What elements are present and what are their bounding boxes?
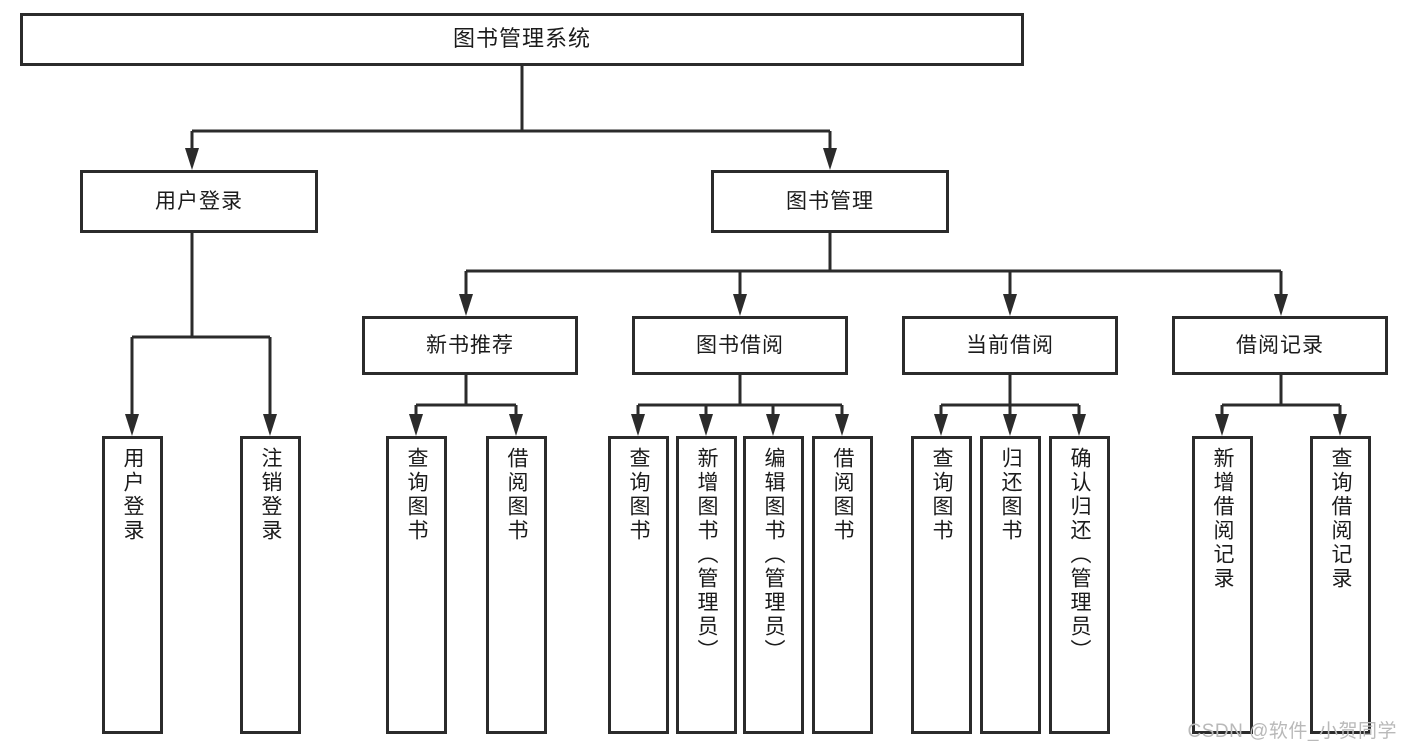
node-label: 借阅图书 <box>505 447 528 543</box>
node-label: 查询图书 <box>627 447 650 543</box>
node-leaf-edit-book[interactable]: 编辑图书（管理员） <box>743 436 804 734</box>
node-leaf-add-borrow-record[interactable]: 新增借阅记录 <box>1192 436 1253 734</box>
node-label: 编辑图书（管理员） <box>762 447 785 663</box>
node-label: 图书借阅 <box>696 333 784 357</box>
node-leaf-confirm-return[interactable]: 确认归还（管理员） <box>1049 436 1110 734</box>
node-label: 借阅图书 <box>831 447 854 543</box>
node-label: 用户登录 <box>121 447 144 543</box>
node-label: 借阅记录 <box>1236 333 1324 357</box>
node-leaf-query-book-3[interactable]: 查询图书 <box>911 436 972 734</box>
node-label: 图书管理 <box>786 189 874 213</box>
node-label: 用户登录 <box>155 189 243 213</box>
node-new-book-recommend[interactable]: 新书推荐 <box>362 316 578 375</box>
csdn-watermark: CSDN @软件_小贺同学 <box>1187 721 1397 742</box>
node-leaf-logout-login[interactable]: 注销登录 <box>240 436 301 734</box>
node-label: 注销登录 <box>259 447 282 543</box>
node-user-login[interactable]: 用户登录 <box>80 170 318 233</box>
node-label: 查询借阅记录 <box>1329 447 1352 591</box>
node-leaf-query-book-1[interactable]: 查询图书 <box>386 436 447 734</box>
node-root-book-management-system[interactable]: 图书管理系统 <box>20 13 1024 66</box>
node-label: 新增借阅记录 <box>1211 447 1234 591</box>
node-leaf-borrow-book-2[interactable]: 借阅图书 <box>812 436 873 734</box>
node-leaf-return-book[interactable]: 归还图书 <box>980 436 1041 734</box>
node-book-borrow[interactable]: 图书借阅 <box>632 316 848 375</box>
node-book-management[interactable]: 图书管理 <box>711 170 949 233</box>
node-leaf-user-login[interactable]: 用户登录 <box>102 436 163 734</box>
node-label: 新增图书（管理员） <box>695 447 718 663</box>
node-leaf-query-borrow-record[interactable]: 查询借阅记录 <box>1310 436 1371 734</box>
node-label: 查询图书 <box>405 447 428 543</box>
node-leaf-add-book[interactable]: 新增图书（管理员） <box>676 436 737 734</box>
node-current-borrow[interactable]: 当前借阅 <box>902 316 1118 375</box>
node-leaf-query-book-2[interactable]: 查询图书 <box>608 436 669 734</box>
node-borrow-record[interactable]: 借阅记录 <box>1172 316 1388 375</box>
node-leaf-borrow-book-1[interactable]: 借阅图书 <box>486 436 547 734</box>
node-label: 确认归还（管理员） <box>1068 447 1091 663</box>
node-label: 图书管理系统 <box>452 26 591 52</box>
node-label: 新书推荐 <box>426 333 514 357</box>
node-label: 查询图书 <box>930 447 953 543</box>
node-label: 归还图书 <box>999 447 1022 543</box>
node-label: 当前借阅 <box>966 333 1054 357</box>
